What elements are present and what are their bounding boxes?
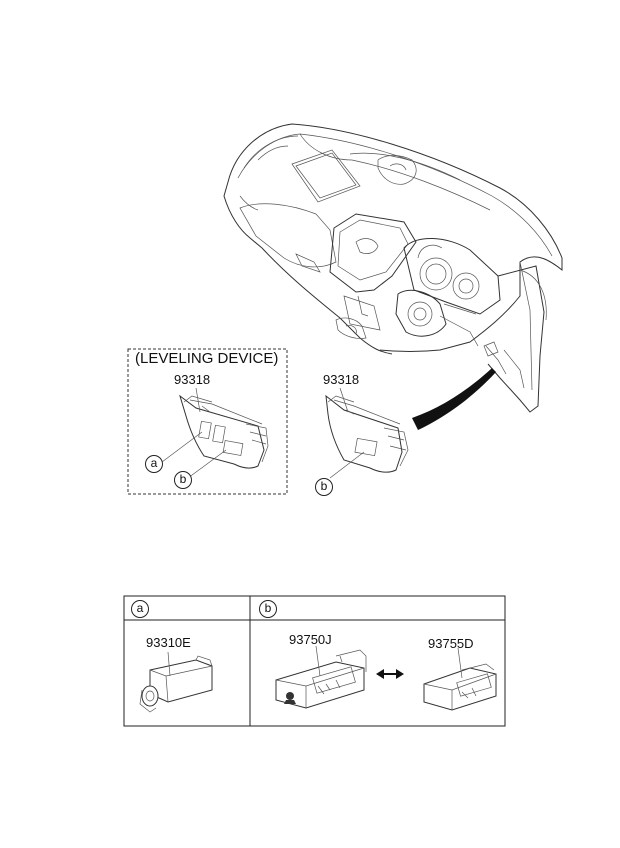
parts-table [123, 595, 506, 727]
callout-b-standard: b [315, 478, 333, 496]
leader-a-leveling [161, 431, 203, 463]
callout-a-leveling: a [145, 455, 163, 473]
leveling-bezel-illustration [179, 394, 269, 469]
part-number-93318-leveling: 93318 [174, 372, 211, 387]
part-number-93318-standard: 93318 [323, 372, 360, 387]
leveling-device-box [127, 348, 288, 495]
dashboard-illustration [223, 123, 563, 413]
part-93750j-illustration [275, 645, 367, 709]
standard-bezel-illustration [325, 394, 409, 473]
callout-b-leveling: b [174, 471, 192, 489]
leader-b-leveling [187, 449, 227, 479]
part-93755d-illustration [423, 647, 497, 711]
part-number-93750j: 93750J [289, 632, 332, 647]
table-head-b: b [259, 600, 277, 618]
part-number-93310e: 93310E [146, 635, 191, 650]
leader-93318-leveling [195, 387, 201, 413]
leveling-device-heading: (LEVELING DEVICE) [135, 350, 279, 367]
interchangeable-arrow [376, 669, 404, 679]
location-pointer [412, 368, 496, 430]
table-head-a: a [131, 600, 149, 618]
part-93310e-illustration [139, 651, 213, 713]
leader-93318-standard [339, 387, 349, 413]
part-number-93755d: 93755D [428, 636, 474, 651]
leader-b-standard [329, 451, 365, 479]
